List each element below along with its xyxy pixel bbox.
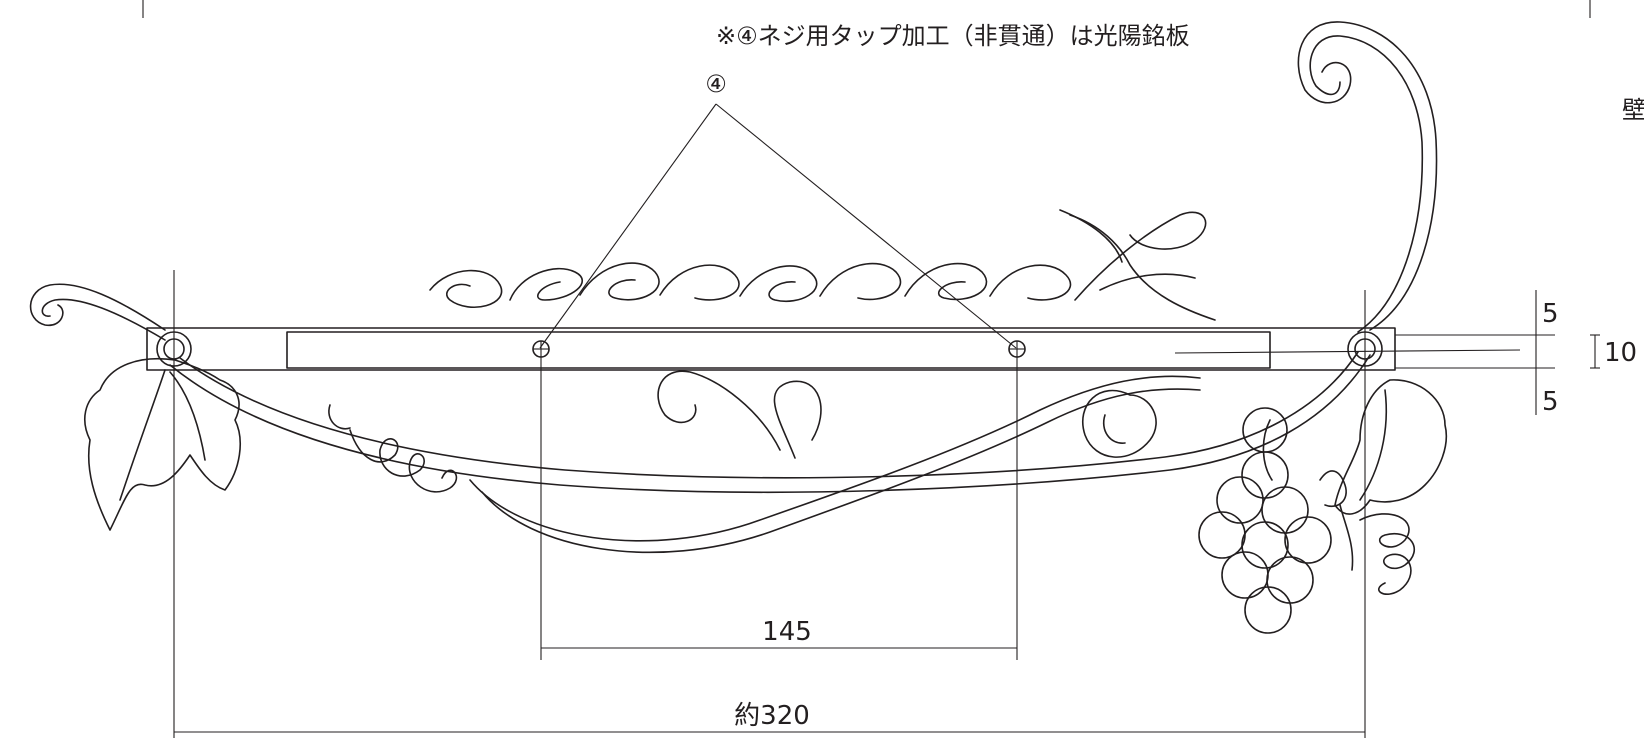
dimension-5-top-label: 5	[1542, 299, 1559, 329]
screw-tap-left	[532, 340, 550, 358]
vine-stems	[169, 351, 1371, 554]
dimension-height	[1395, 290, 1600, 415]
grape-cluster	[1198, 407, 1347, 634]
grape-leaf-right	[1334, 379, 1448, 515]
dimension-hole-spacing	[540, 357, 1018, 660]
screw-tap-right	[1008, 340, 1026, 358]
callout-4-label: ④	[705, 70, 727, 98]
dimension-10-label: 10	[1604, 338, 1637, 368]
dimension-overall-width	[173, 270, 1366, 738]
dimension-5-bottom-label: 5	[1542, 387, 1559, 417]
tendril-coils-left	[328, 404, 458, 493]
script-lettering	[429, 209, 1216, 321]
tap-processing-note: ※④ネジ用タップ加工（非貫通）は光陽銘板	[716, 22, 1190, 50]
top-right-scroll	[1297, 21, 1438, 333]
left-spiral	[29, 283, 166, 341]
edge-text-wall: 壁	[1622, 96, 1644, 124]
mounting-bar	[146, 327, 1521, 371]
dimension-145-label: 145	[762, 617, 812, 647]
leader-line-right	[715, 103, 1017, 349]
grape-leaf-left	[84, 358, 241, 531]
leader-line-left	[539, 103, 717, 349]
dimension-320-label: 約320	[734, 701, 810, 731]
tendril-coils-right	[1339, 504, 1416, 595]
